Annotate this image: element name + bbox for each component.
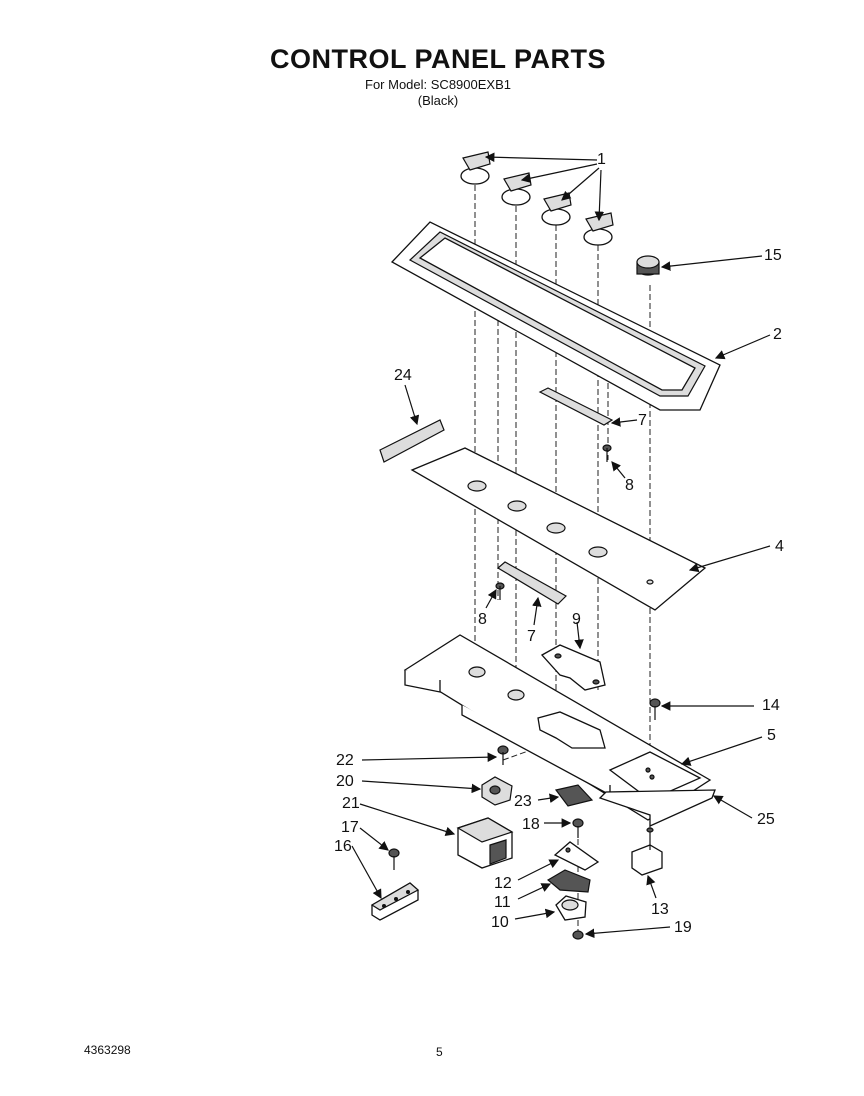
callout-8-lower: 8 bbox=[478, 611, 487, 628]
callout-2: 2 bbox=[773, 326, 782, 343]
callout-7-upper: 7 bbox=[638, 412, 647, 429]
nut-part-19 bbox=[572, 930, 584, 940]
pad-part-23 bbox=[554, 784, 594, 807]
bracket-part-7-lower bbox=[496, 561, 567, 605]
knob-part-15 bbox=[636, 255, 660, 276]
callout-14: 14 bbox=[762, 697, 780, 714]
color-line: (Black) bbox=[417, 93, 459, 108]
screw-part-22 bbox=[497, 745, 509, 765]
bezel-part-2 bbox=[390, 221, 721, 411]
module-part-21 bbox=[456, 817, 514, 869]
callout-labels: 1 15 2 24 7 8 4 8 7 9 14 5 22 20 23 21 2… bbox=[334, 151, 784, 936]
control-part-13 bbox=[631, 827, 663, 876]
strip-part-24 bbox=[379, 419, 445, 463]
screw-part-14 bbox=[649, 698, 661, 720]
callout-21: 21 bbox=[342, 795, 360, 812]
callout-1: 1 bbox=[597, 151, 606, 168]
callout-19: 19 bbox=[674, 919, 692, 936]
insulator-part-11 bbox=[546, 869, 591, 893]
callout-18: 18 bbox=[522, 816, 540, 833]
callout-9: 9 bbox=[572, 611, 581, 628]
model-line: For Model: SC8900EXB1 bbox=[365, 77, 511, 92]
component-part-20 bbox=[481, 776, 513, 806]
bracket-part-9 bbox=[540, 644, 606, 691]
bracket-part-7-upper bbox=[538, 387, 614, 426]
bracket-part-12 bbox=[553, 841, 600, 871]
screw-part-18 bbox=[572, 818, 584, 838]
callout-15: 15 bbox=[764, 247, 782, 264]
callout-22: 22 bbox=[336, 752, 354, 769]
screw-part-8-upper bbox=[602, 444, 612, 462]
callout-12: 12 bbox=[494, 875, 512, 892]
page-title: CONTROL PANEL PARTS bbox=[269, 44, 607, 74]
panel-plate-part-4 bbox=[410, 447, 707, 611]
callout-20: 20 bbox=[336, 773, 354, 790]
document-number: 4363298 bbox=[84, 1043, 131, 1057]
callout-10: 10 bbox=[491, 914, 509, 931]
callout-5: 5 bbox=[767, 727, 776, 744]
callout-23: 23 bbox=[514, 793, 532, 810]
housing-part-5 bbox=[403, 634, 712, 821]
callout-11: 11 bbox=[494, 894, 511, 911]
callout-25: 25 bbox=[757, 811, 775, 828]
page-number: 5 bbox=[436, 1045, 443, 1059]
terminal-block-part-16 bbox=[370, 882, 420, 921]
switch-part-10 bbox=[555, 895, 587, 921]
callout-13: 13 bbox=[651, 901, 669, 918]
leader-lines bbox=[351, 152, 771, 939]
bracket-part-25 bbox=[598, 789, 716, 828]
callout-8-upper: 8 bbox=[625, 477, 634, 494]
callout-7-lower: 7 bbox=[527, 628, 536, 645]
screw-part-8-lower bbox=[495, 582, 505, 600]
callout-4: 4 bbox=[775, 538, 784, 555]
screw-part-17 bbox=[388, 848, 400, 870]
callout-16: 16 bbox=[334, 838, 352, 855]
callout-24: 24 bbox=[394, 367, 412, 384]
callout-17: 17 bbox=[341, 819, 359, 836]
